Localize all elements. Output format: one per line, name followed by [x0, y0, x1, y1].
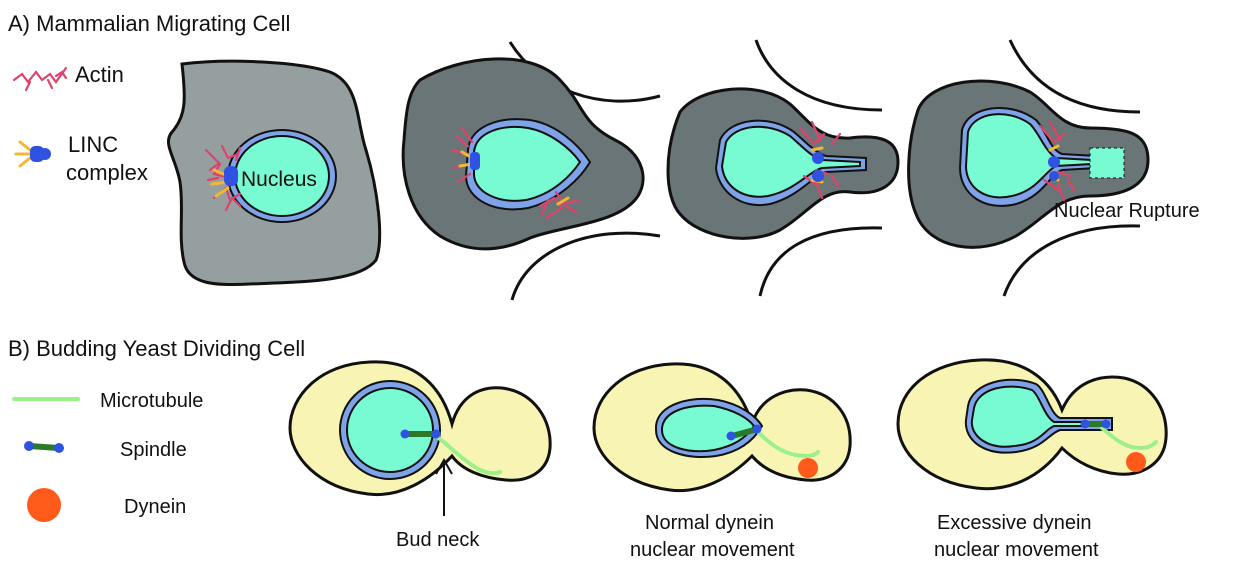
dynein-legend-icon [27, 488, 61, 522]
excessive-label-2: nuclear movement [934, 539, 1099, 561]
actin-legend-label: Actin [75, 62, 124, 87]
yeast-cell-3 [898, 360, 1166, 489]
panel-a-title: A) Mammalian Migrating Cell [8, 11, 290, 36]
yeast-cell-1 [290, 362, 550, 495]
nuclear-rupture-label: Nuclear Rupture [1054, 200, 1200, 222]
linc-legend-label-1: LINC [68, 132, 118, 157]
spindle-legend-icon [24, 441, 64, 453]
migrating-cell-2 [403, 42, 660, 300]
migrating-cell-4 [909, 40, 1148, 296]
bud-neck-label: Bud neck [396, 529, 480, 551]
yeast-cell-2 [594, 364, 850, 491]
spindle-legend-label: Spindle [120, 439, 187, 461]
linc-legend-label-2: complex [66, 160, 148, 185]
microtubule-legend-label: Microtubule [100, 390, 203, 412]
actin-legend-icon [14, 68, 66, 90]
excessive-label-1: Excessive dynein [937, 512, 1092, 534]
migrating-cell-3 [668, 40, 898, 296]
dynein-legend-label: Dynein [124, 496, 186, 518]
linc-legend-icon [16, 142, 51, 166]
panel-b-title: B) Budding Yeast Dividing Cell [8, 336, 305, 361]
nucleus-label: Nucleus [241, 168, 317, 191]
normal-label-2: nuclear movement [630, 539, 795, 561]
normal-label-1: Normal dynein [645, 512, 774, 534]
